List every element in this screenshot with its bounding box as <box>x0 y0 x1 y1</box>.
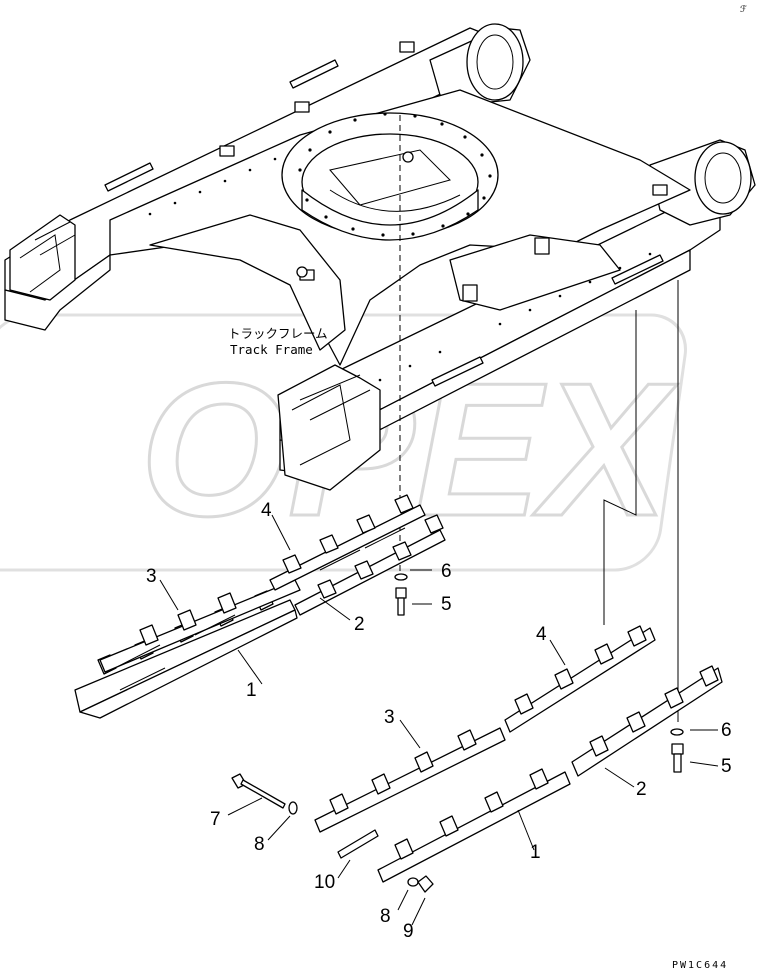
bolt-7 <box>231 773 286 809</box>
lower-washer-6 <box>670 728 684 736</box>
pin-10 <box>337 829 379 859</box>
nut-9 <box>417 875 434 893</box>
callout-9: 9 <box>403 921 414 942</box>
callout-8-lower: 8 <box>380 906 391 927</box>
drawing-code: PW1C644 <box>672 960 728 971</box>
upper-washer-6 <box>394 573 408 581</box>
callout-3-lower: 3 <box>384 707 395 728</box>
callout-6-upper: 6 <box>441 561 452 582</box>
callout-4-upper: 4 <box>261 500 272 521</box>
callout-2-upper: 2 <box>354 614 365 635</box>
callout-8-upper: 8 <box>254 834 265 855</box>
upper-guard-set <box>74 494 446 719</box>
callout-1-lower: 1 <box>530 842 541 863</box>
leader-lines <box>159 514 719 926</box>
callout-4-lower: 4 <box>536 624 547 645</box>
lower-bolt-5 <box>671 743 684 773</box>
upper-bolt-5 <box>395 587 407 616</box>
callout-3-upper: 3 <box>146 566 157 587</box>
track-frame <box>4 23 756 491</box>
callout-6-lower: 6 <box>721 720 732 741</box>
callout-5-upper: 5 <box>441 594 452 615</box>
frame-label-en: Track Frame <box>230 342 313 357</box>
lower-guard-set <box>314 625 723 883</box>
washer-8-lower <box>407 877 419 887</box>
frame-label-jp: トラックフレーム <box>228 326 328 341</box>
callout-1-upper: 1 <box>246 680 257 701</box>
callout-2-lower: 2 <box>636 779 647 800</box>
callout-5-lower: 5 <box>721 756 732 777</box>
guide-line-a <box>603 310 637 625</box>
callout-7: 7 <box>210 809 221 830</box>
washer-8-upper <box>288 801 298 815</box>
callout-10: 10 <box>314 872 335 893</box>
corner-mark: ℱ <box>740 5 747 15</box>
